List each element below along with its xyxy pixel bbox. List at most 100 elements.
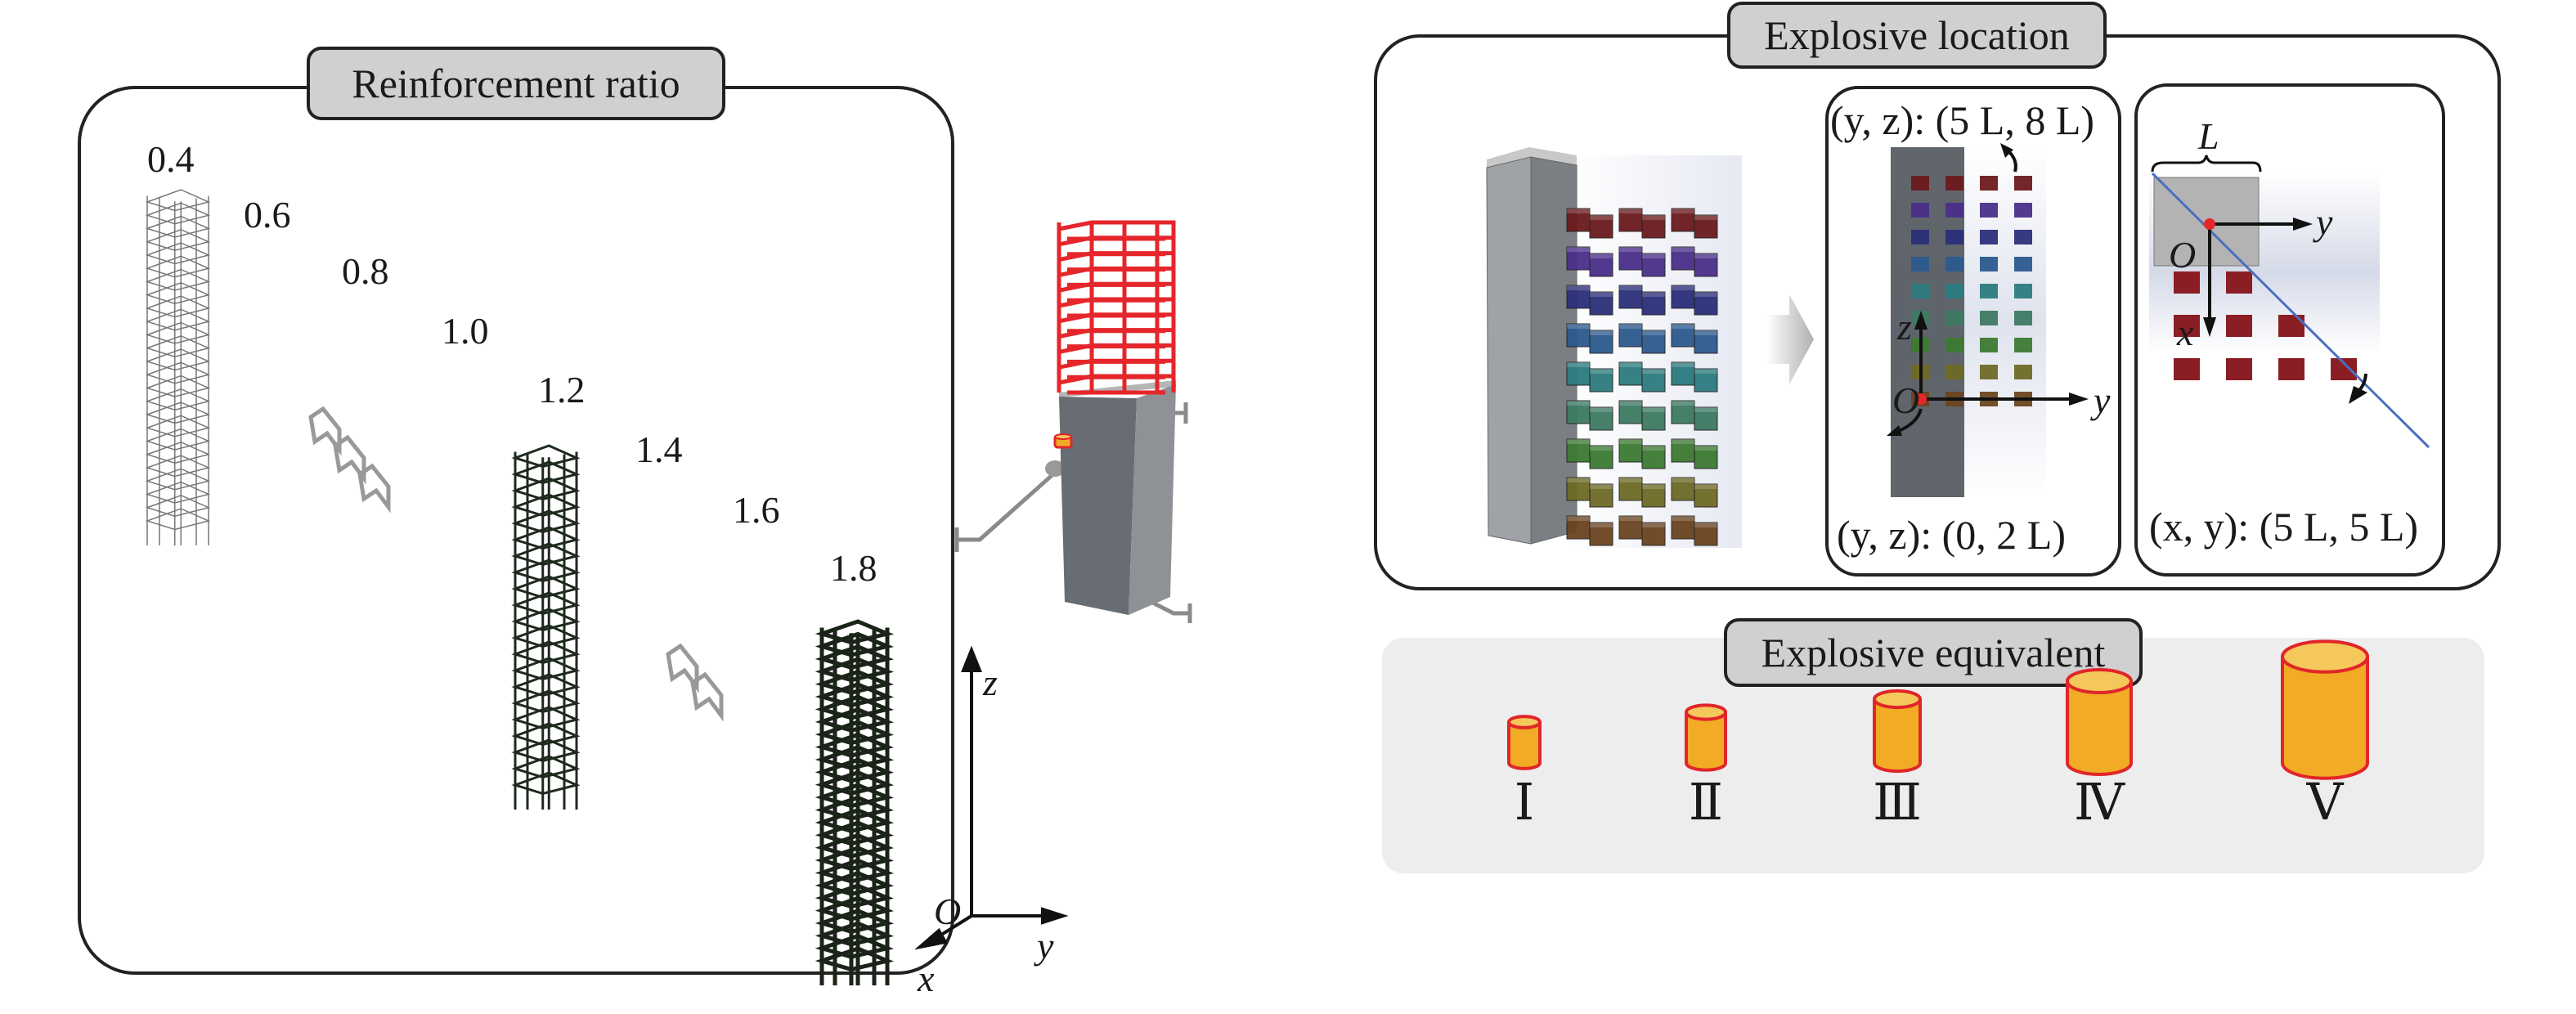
charge-square: [2014, 176, 2032, 191]
stirrup: [145, 441, 211, 464]
charge-cube: [1566, 438, 1591, 463]
ratio-label-1.8: 1.8: [830, 547, 877, 589]
charge-top: [1685, 703, 1727, 721]
concrete-column-face: [1059, 397, 1137, 615]
level-label-3: Ⅲ: [1873, 775, 1922, 831]
charge-cube-top: [1567, 478, 1590, 482]
ratio-label-1.0: 1.0: [442, 310, 489, 352]
explosive-charge-level-5: [2281, 639, 2369, 780]
charge-cube-top: [1672, 247, 1694, 252]
charge-square: [2174, 271, 2200, 294]
curved-arrow-head: [2349, 386, 2367, 404]
charge-cube: [1589, 330, 1613, 354]
charge-square: [2014, 257, 2032, 271]
charge-square: [2278, 315, 2304, 337]
stirrup: [145, 321, 211, 344]
charge-cube: [1589, 291, 1613, 316]
charge-cube: [1641, 253, 1666, 277]
charge-cube-top: [1619, 478, 1642, 482]
axis-label-o: O: [2169, 234, 2196, 276]
stirrup: [145, 481, 211, 504]
explosive-charge-level-2: [1685, 703, 1727, 772]
charge-cube: [1589, 445, 1613, 469]
charge-cube-top: [1567, 324, 1590, 329]
charge-cube-top: [1619, 324, 1642, 329]
center-column-model: z y O x: [914, 220, 1192, 999]
axis-label-x: x: [917, 958, 935, 999]
axis-label-z: z: [1896, 306, 1912, 348]
ratio-label-0.8: 0.8: [342, 250, 389, 292]
charge-cube-top: [1642, 215, 1665, 220]
charge-cube-top: [1694, 484, 1717, 489]
charge-top: [1873, 689, 1922, 710]
charge-cube-top: [1694, 407, 1717, 412]
ratio-label-0.6: 0.6: [244, 194, 291, 236]
charge-square: [1911, 176, 1929, 191]
charge-cube: [1671, 246, 1695, 271]
charge-cube: [1618, 515, 1643, 540]
charge-cube-top: [1590, 523, 1613, 527]
explosive-charge-level-3: [1873, 689, 1922, 774]
charge-cube: [1694, 214, 1718, 239]
axis-label-o: O: [934, 891, 961, 932]
charge-top: [1507, 715, 1542, 729]
charge-cube-top: [1590, 215, 1613, 220]
charge-body: [2281, 657, 2369, 780]
charge-cube-top: [1672, 401, 1694, 406]
charge-cube-top: [1642, 446, 1665, 451]
explosive-charge-level-1: [1507, 715, 1542, 770]
stirrup: [145, 388, 211, 411]
red-rebar-cage: [1057, 220, 1176, 395]
stirrup: [145, 468, 211, 491]
charge-body: [1873, 699, 1922, 774]
charge-cube-top: [1590, 292, 1613, 297]
charge-cube-top: [1642, 254, 1665, 258]
level-label-4: Ⅳ: [2074, 775, 2125, 831]
axis-label-y: y: [1034, 925, 1054, 967]
charge-cube: [1566, 208, 1591, 232]
charge-square: [2014, 338, 2032, 352]
charge-cube: [1671, 477, 1695, 501]
charge-square: [1911, 257, 1929, 271]
ratio-label-1.6: 1.6: [733, 489, 780, 531]
charge-cube: [1641, 406, 1666, 431]
charge-cube-top: [1619, 209, 1642, 213]
leader-line-reinforcement: [954, 471, 1057, 552]
charge-cube: [1566, 323, 1591, 348]
charge-cube: [1694, 368, 1718, 393]
charge-cube: [1589, 368, 1613, 393]
axis-z-arrow: [1914, 311, 1928, 330]
charge-cube: [1641, 214, 1666, 239]
rebar-cage: [815, 619, 895, 985]
stirrup: [145, 348, 211, 371]
charge-cube: [1641, 483, 1666, 508]
stirrup: [145, 228, 211, 252]
charge-cube-top: [1619, 362, 1642, 367]
charge-cube-top: [1642, 523, 1665, 527]
charge-cube: [1618, 246, 1643, 271]
ratio-label-1.4: 1.4: [635, 428, 683, 470]
charge-cube-top: [1672, 516, 1694, 521]
charge-cube: [1694, 291, 1718, 316]
diagonal-line: [2151, 172, 2430, 449]
charge-cube: [1589, 406, 1613, 431]
charge-cube-top: [1590, 484, 1613, 489]
axis-label-o: O: [1892, 379, 1919, 421]
charge-cube: [1694, 253, 1718, 277]
stirrup: [145, 402, 211, 424]
explosive-charge-levels: [1507, 639, 2369, 780]
charge-cube: [1671, 323, 1695, 348]
charge-body: [1507, 722, 1542, 770]
charge-square: [2014, 284, 2032, 298]
charge-square: [1980, 284, 1998, 298]
stirrup: [145, 415, 211, 437]
charge-square: [1911, 230, 1929, 245]
stirrup: [145, 361, 211, 384]
charge-square: [1945, 311, 1963, 325]
stirrup: [145, 334, 211, 358]
charge-cube-top: [1642, 407, 1665, 412]
charge-cube-top: [1642, 484, 1665, 489]
charge-cube: [1618, 285, 1643, 309]
stirrup: [145, 428, 211, 451]
